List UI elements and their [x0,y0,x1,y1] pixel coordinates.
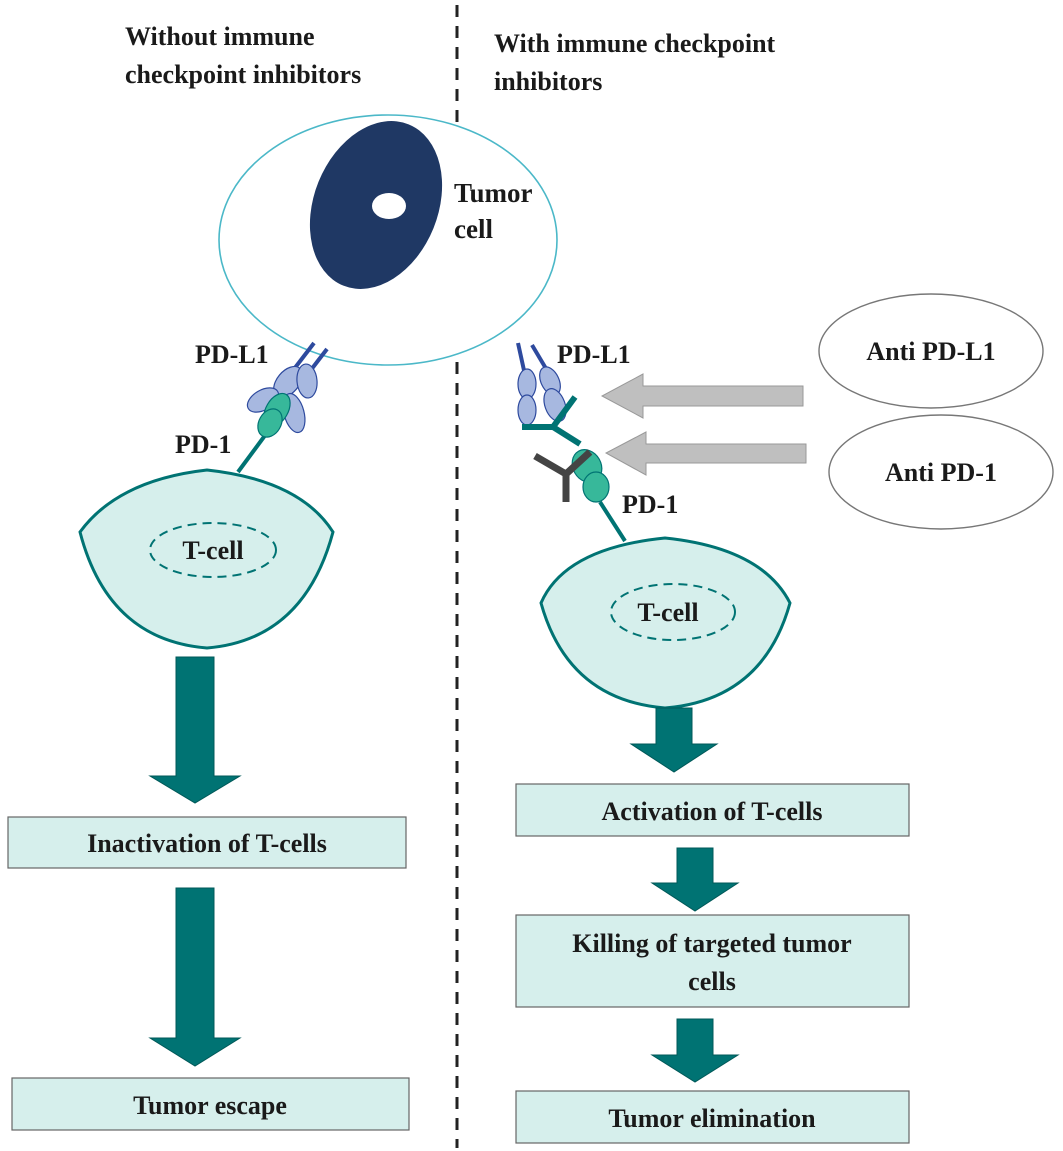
tcell-right-label: T-cell [637,598,698,627]
box-tumor-escape [11,1077,410,1131]
gray-arrow-anti-pd1 [604,431,807,476]
tcell-left-nucleus [149,522,277,578]
pdl1-receptor-right [516,342,567,426]
arrow-left-2 [148,887,242,1067]
gray-arrow-anti-pdl1 [600,373,804,419]
oval-anti-pdl1-text: Anti PD-L1 [866,337,995,366]
box-activation [515,783,910,837]
antibody-anti-pd1-bound [533,449,593,502]
pdl1-label-left: PD-L1 [195,340,269,369]
box-killing-text-line2: cells [688,967,736,996]
pd1-label-right: PD-1 [622,490,678,519]
pd1-label-left: PD-1 [175,430,231,459]
oval-anti-pdl1 [818,293,1044,409]
tumor-nucleolus [372,193,406,219]
box-inactivation [7,816,407,869]
heading-left-line2: checkpoint inhibitors [125,60,361,89]
tcell-left [78,468,335,650]
pdl1-label-right: PD-L1 [557,340,631,369]
tumor-cell-label-line2: cell [454,214,493,244]
arrow-right-1 [629,707,719,773]
tcell-left-label: T-cell [182,536,243,565]
heading-right-line2: inhibitors [494,67,602,96]
pd1-receptor-left [236,392,291,474]
box-inactivation-text: Inactivation of T-cells [87,829,327,858]
heading-left-line1: Without immune [125,22,315,51]
arrow-right-2 [650,847,740,912]
arrow-left-1 [148,656,242,804]
heading-right-line1: With immune checkpoint [494,29,776,58]
antibody-anti-pdl1-bound [522,395,582,447]
tcell-right [539,536,792,710]
box-killing-text-line1: Killing of targeted tumor [572,929,851,958]
box-tumor-escape-text: Tumor escape [133,1091,287,1120]
tcell-right-nucleus [610,583,736,641]
oval-anti-pd1-text: Anti PD-1 [885,458,997,487]
box-activation-text: Activation of T-cells [602,797,823,826]
box-elimination [515,1090,910,1144]
tumor-cell-label-line1: Tumor [454,178,533,208]
arrow-right-3 [650,1018,740,1083]
oval-anti-pd1 [828,414,1054,530]
pdl1-receptor-left [246,341,329,434]
box-elimination-text: Tumor elimination [608,1104,816,1133]
box-killing [515,914,910,1008]
